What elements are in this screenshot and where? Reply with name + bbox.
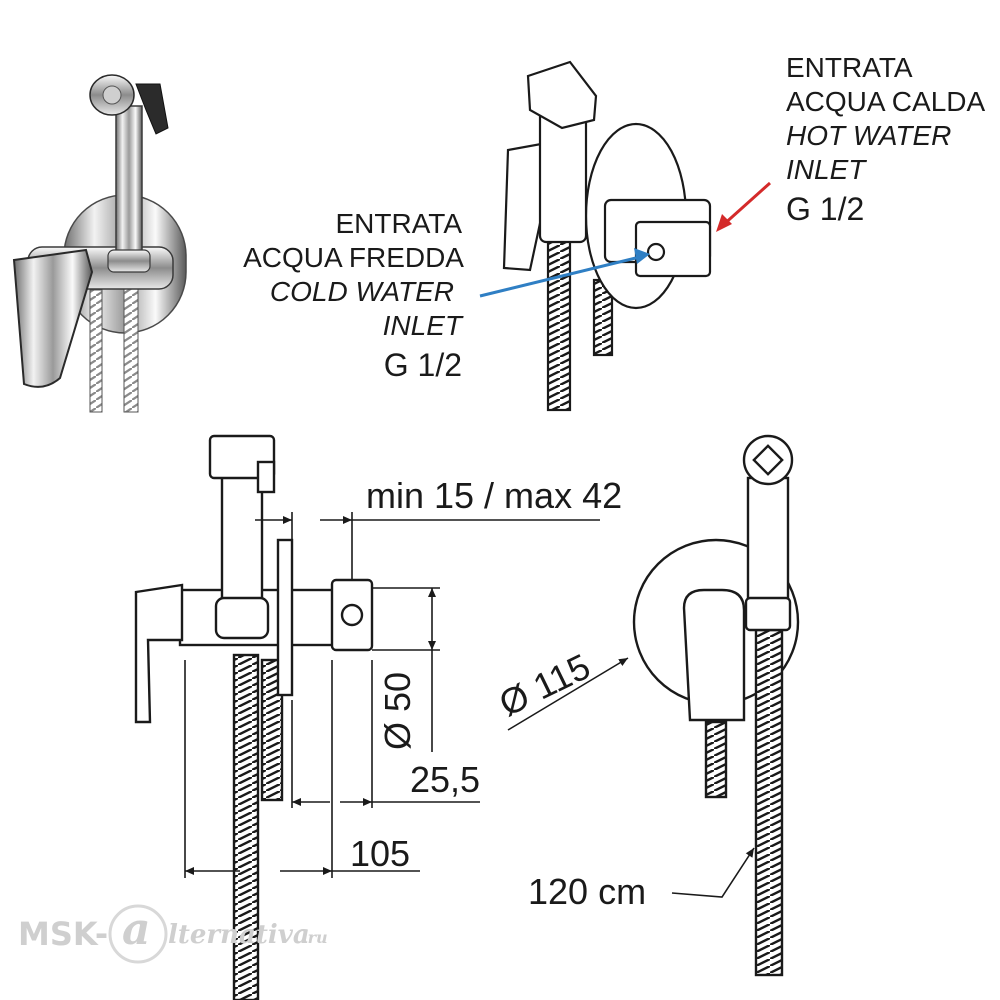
exploded-hose-left: [546, 238, 572, 412]
watermark-prefix: MSK-: [18, 915, 109, 953]
photo-hose-left: [89, 289, 103, 413]
front-lever: [682, 588, 746, 722]
hot-inlet-label-line4: INLET: [786, 154, 866, 185]
watermark-suffix: lternativa: [168, 920, 310, 950]
side-wall-plate: [276, 538, 294, 697]
exploded-hand-shower-head: [526, 60, 598, 130]
side-lever: [134, 583, 184, 724]
product-photo: [12, 74, 187, 413]
hot-inlet-arrowhead: [716, 214, 732, 232]
photo-lever: [12, 248, 94, 388]
exploded-valve-cap: [634, 220, 712, 278]
cold-inlet-label-line3: COLD WATER: [269, 276, 454, 307]
watermark-logo-ring: [108, 904, 168, 964]
photo-trigger: [135, 83, 169, 135]
front-hose-short: [704, 720, 728, 799]
watermark-domain: .ru: [302, 928, 328, 947]
hot-inlet-label-line2: ACQUA CALDA: [786, 86, 986, 117]
plate-diameter-leader: [507, 657, 629, 731]
front-holder: [744, 596, 792, 632]
hot-inlet-label-line3: HOT WATER: [786, 120, 952, 151]
photo-spray-nozzle: [102, 85, 122, 105]
hose-length-dimension: 120 cm: [528, 871, 647, 912]
hot-inlet-label-line1: ENTRATA: [786, 52, 913, 83]
cold-inlet-arrowhead: [634, 248, 650, 264]
cold-inlet-label-line2: ACQUA FREDDA: [243, 242, 464, 273]
side-hose-left: [232, 653, 260, 1000]
cold-inlet-thread: G 1/2: [383, 347, 462, 383]
side-elevation: [134, 434, 374, 1000]
cold-inlet-label-line4: INLET: [382, 310, 462, 341]
side-hand-shower-tip: [256, 460, 276, 494]
photo-handset-stem: [115, 105, 143, 257]
hot-inlet-arrow: [720, 181, 772, 228]
front-spray-face: [752, 444, 784, 476]
hose-length-leader: [671, 847, 755, 898]
side-valve-port: [340, 603, 364, 627]
side-hand-shower-stem: [220, 468, 264, 602]
photo-holder: [107, 249, 151, 273]
exploded-valve-nut: [646, 242, 666, 262]
offset-dimension: 25,5: [410, 759, 481, 800]
front-elevation: [632, 434, 800, 977]
side-holder: [214, 596, 270, 640]
exploded-view: [502, 60, 712, 412]
wall-range-dimension: min 15 / max 42: [366, 475, 623, 516]
cold-inlet-label-line1: ENTRATA: [335, 208, 462, 239]
photo-hose-right: [123, 269, 139, 413]
watermark-logo-letter: a: [122, 904, 151, 955]
cold-inlet-arrow: [479, 255, 641, 298]
hot-inlet-thread: G 1/2: [786, 191, 865, 227]
projection-dimension: 105: [350, 833, 411, 874]
dimension-lines: [184, 512, 600, 878]
front-hose-long: [754, 628, 784, 977]
valve-diameter-dimension: Ø 50: [377, 671, 418, 750]
